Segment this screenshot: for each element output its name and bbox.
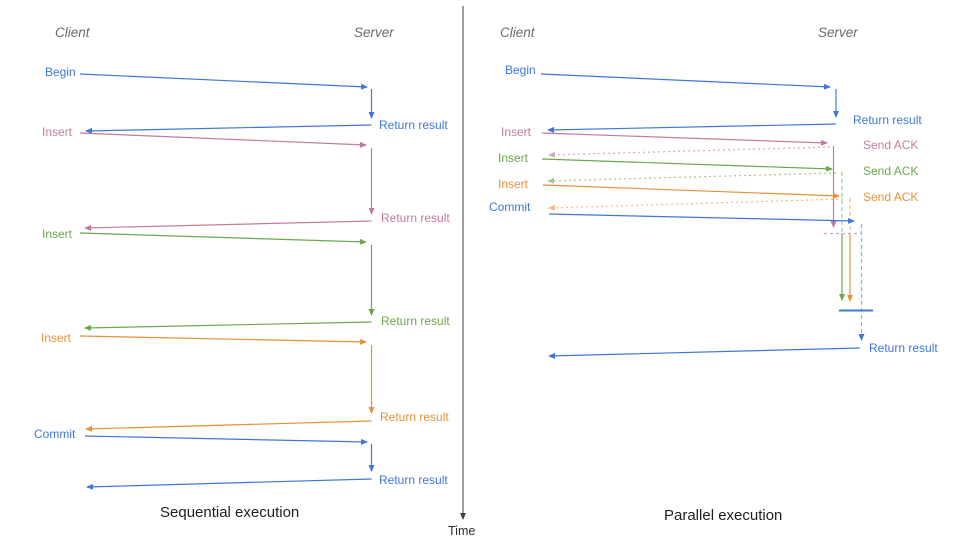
seq-begin-return-line (85, 124, 372, 134)
par-op-commit-label: Commit (489, 200, 531, 214)
par-insert2-request-line (541, 158, 833, 172)
seq-op-insert3-label: Insert (41, 331, 72, 345)
par-send-ack-insert2-label: Send ACK (863, 164, 919, 178)
parallel-title: Parallel execution (664, 507, 783, 524)
par-insert3-request-line (542, 184, 840, 199)
seq-op-commit-label: Commit (34, 427, 76, 441)
seq-op-insert2-label: Insert (42, 227, 73, 241)
seq-op-insert1-label: Insert (42, 125, 73, 139)
par-send-ack-insert3-label: Send ACK (863, 190, 919, 204)
sequential-title: Sequential execution (160, 504, 300, 521)
par-begin-return-line (547, 123, 837, 133)
par-insert1-request-line (541, 132, 828, 146)
seq-insert2-return-line (84, 321, 372, 331)
sequential-commit-lines (84, 435, 375, 490)
sequential-insert3-lines (79, 335, 375, 432)
seq-op-begin-label: Begin (45, 65, 76, 79)
par-send-ack-insert1-label: Send ACK (863, 138, 919, 152)
parallel-begin-lines (540, 73, 839, 133)
par-server-header: Server (818, 25, 858, 40)
par-commit-request-line (548, 213, 855, 224)
seq-insert1-return-line (84, 220, 372, 231)
par-commit-return-line (548, 347, 861, 359)
seq-client-header: Client (55, 25, 90, 40)
seq-commit-return-line (86, 478, 372, 490)
par-insert2-ack-line (547, 172, 837, 184)
parallel-insert2-lines (541, 158, 845, 301)
parallel-commit-lines (548, 213, 873, 359)
seq-return-result-begin-label: Return result (379, 118, 448, 132)
par-op-insert3-label: Insert (498, 177, 529, 191)
par-begin-request-line (540, 73, 831, 90)
seq-insert1-request-line (79, 132, 367, 148)
seq-return-result-insert3-label: Return result (380, 410, 449, 424)
seq-insert3-request-line (79, 335, 367, 345)
par-insert3-ack-line (548, 198, 844, 211)
seq-return-result-insert1-label: Return result (381, 211, 450, 225)
par-op-insert2-label: Insert (498, 151, 529, 165)
par-return-result-commit-label: Return result (869, 341, 938, 355)
par-op-begin-label: Begin (505, 63, 536, 77)
sequential-insert2-lines (79, 232, 375, 331)
seq-return-result-commit-label: Return result (379, 473, 448, 487)
seq-insert2-request-line (79, 232, 367, 245)
par-return-result-begin-label: Return result (853, 113, 922, 127)
sequential-begin-lines (79, 73, 375, 134)
par-client-header: Client (500, 25, 535, 40)
parallel-insert3-lines (542, 184, 853, 302)
seq-server-header: Server (354, 25, 394, 40)
par-op-insert1-label: Insert (501, 125, 532, 139)
sequential-insert1-lines (79, 132, 375, 231)
seq-begin-request-line (79, 73, 368, 90)
seq-insert3-return-line (85, 420, 372, 432)
time-axis-label: Time (448, 524, 476, 538)
seq-commit-request-line (84, 435, 368, 445)
seq-return-result-insert2-label: Return result (381, 314, 450, 328)
par-insert1-ack-line (548, 146, 831, 158)
parallel-insert1-lines (541, 132, 837, 228)
